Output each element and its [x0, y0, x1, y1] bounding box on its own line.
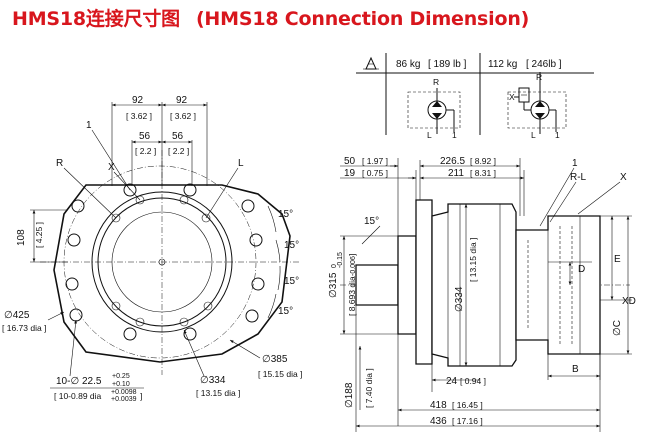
side-label-b: B	[572, 364, 579, 375]
dim-334: ∅334	[200, 375, 226, 386]
dim-315: ∅315	[328, 272, 339, 298]
dim-holes: 10-∅ 22.5	[56, 376, 102, 387]
side-label-x: X	[620, 172, 627, 183]
dim-19: 19	[344, 168, 356, 179]
side-label-d: D	[578, 264, 585, 275]
dim-2265: 226.5	[440, 156, 465, 167]
dim-188-in: [ 7.40 dia ]	[364, 368, 374, 408]
weight-icon	[363, 56, 379, 70]
schematic-left-port-l: L	[427, 130, 432, 140]
dim-315-in-end: ]	[347, 254, 357, 256]
dim-315-in-tol: -0.006	[350, 256, 357, 276]
weight-2-lb: [ 246lb ]	[526, 59, 562, 70]
weight-1-lb: [ 189 lb ]	[428, 59, 467, 70]
title-cn: HMS18连接尺寸图	[12, 8, 180, 30]
dim-holes-in-tol-dn: +0.0039	[111, 396, 137, 403]
dim-108: 108	[16, 229, 27, 246]
dim-24-in: [ 0.94 ]	[460, 376, 486, 386]
schematic-right-port-1: 1	[555, 130, 560, 140]
schematic-right-port-r: R	[536, 72, 542, 82]
hydraulic-schematic-right: R X L 1	[507, 72, 567, 140]
dim-19-in: [ 0.75 ]	[362, 168, 388, 178]
dim-92-left: 92	[132, 95, 144, 106]
front-label-1: 1	[86, 120, 92, 131]
dim-holes-in-end: ]	[140, 391, 142, 401]
side-label-1: 1	[572, 158, 578, 169]
weight-2-kg: 112 kg	[488, 59, 517, 70]
side-label-rl: R-L	[570, 172, 587, 183]
dim-holes-tol-dn: +0.10	[112, 381, 130, 388]
weight-table: 86 kg [ 189 lb ] 112 kg [ 246lb ] R L 1	[356, 53, 594, 140]
angle-15-4: 15°	[278, 306, 293, 317]
weight-1-kg: 86 kg	[396, 59, 420, 70]
angle-15-2: 15°	[284, 240, 299, 251]
schematic-right-port-l: L	[531, 130, 536, 140]
front-label-r: R	[56, 158, 63, 169]
dim-334-in: [ 13.15 dia ]	[196, 388, 240, 398]
side-dim-334: ∅334	[454, 286, 465, 312]
side-view: 50 [ 1.97 ] 19 [ 0.75 ] 226.5 [ 8.92 ] 2…	[328, 156, 636, 432]
dim-92-right: 92	[176, 95, 188, 106]
side-label-c: ∅C	[612, 320, 623, 336]
dim-108-in: [ 4.25 ]	[34, 222, 44, 248]
dim-418: 418	[430, 400, 447, 411]
schematic-left-port-1: 1	[452, 130, 457, 140]
side-angle-15: 15°	[364, 216, 379, 227]
dim-315-tol-up: 0	[331, 264, 338, 268]
dim-211-in: [ 8.31 ]	[470, 168, 496, 178]
dim-holes-in-tol-up: +0.0098	[111, 389, 137, 396]
dim-56-left: 56	[139, 131, 151, 142]
side-dim-334-in: [ 13.15 dia ]	[468, 238, 478, 282]
dim-315-in: [ 8.693 dia	[347, 276, 357, 316]
dim-50-in: [ 1.97 ]	[362, 156, 388, 166]
schematic-right-port-x: X	[509, 92, 515, 102]
front-label-l: L	[238, 158, 244, 169]
schematic-left-port-r: R	[433, 77, 439, 87]
dim-56-left-in: [ 2.2 ]	[135, 146, 156, 156]
dim-92-left-in: [ 3.62 ]	[126, 111, 152, 121]
angle-15-3: 15°	[284, 276, 299, 287]
side-label-e: E	[614, 254, 621, 265]
hydraulic-schematic-left: R L 1	[407, 77, 461, 140]
dim-211: 211	[448, 168, 464, 179]
dim-holes-in: [ 10-0.89 dia	[54, 391, 102, 401]
dim-92-right-in: [ 3.62 ]	[170, 111, 196, 121]
dim-436-in: [ 17.16 ]	[452, 416, 483, 426]
dim-315-tol-dn: -0.15	[337, 252, 344, 268]
page-title: HMS18连接尺寸图 (HMS18 Connection Dimension)	[12, 4, 529, 32]
dim-24: 24	[446, 376, 458, 387]
dim-385: ∅385	[262, 354, 288, 365]
side-label-xd: XD	[622, 296, 636, 307]
dim-50: 50	[344, 156, 356, 167]
front-label-x: X	[108, 162, 115, 173]
title-en: (HMS18 Connection Dimension)	[195, 8, 530, 30]
dim-385-in: [ 15.15 dia ]	[258, 369, 302, 379]
dim-holes-tol-up: +0.25	[112, 373, 130, 380]
angle-15-1: 15°	[278, 209, 293, 220]
front-view: 92 [ 3.62 ] 92 [ 3.62 ] 56 [ 2.2 ] 56 [ …	[2, 95, 302, 403]
dim-425: ∅425	[4, 310, 30, 321]
dim-436: 436	[430, 416, 447, 427]
dim-56-right: 56	[172, 131, 184, 142]
dim-418-in: [ 16.45 ]	[452, 400, 483, 410]
dim-2265-in: [ 8.92 ]	[470, 156, 496, 166]
dim-188: ∅188	[344, 382, 355, 408]
dim-425-in: [ 16.73 dia ]	[2, 323, 46, 333]
dim-56-right-in: [ 2.2 ]	[168, 146, 189, 156]
